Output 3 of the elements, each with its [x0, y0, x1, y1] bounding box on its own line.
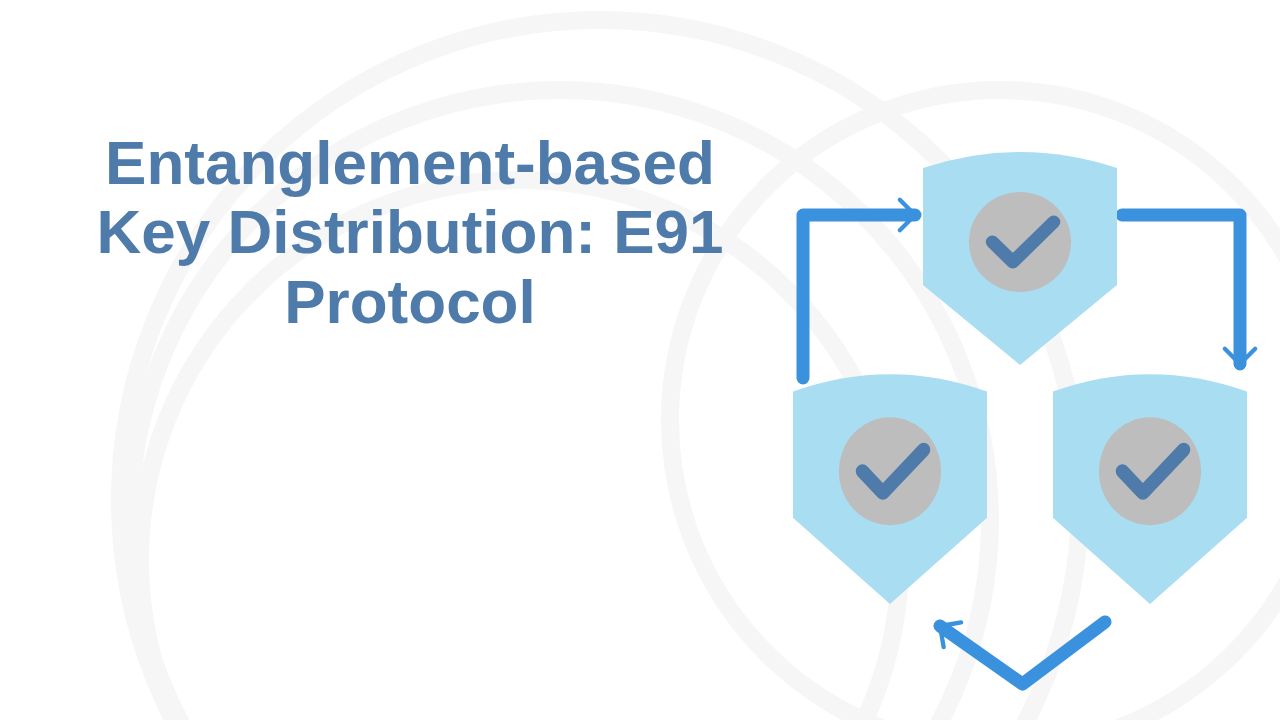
arrow — [933, 615, 1112, 691]
title: Entanglement-based Key Distribution: E91 Protocol — [95, 128, 725, 337]
arrow — [796, 197, 922, 385]
